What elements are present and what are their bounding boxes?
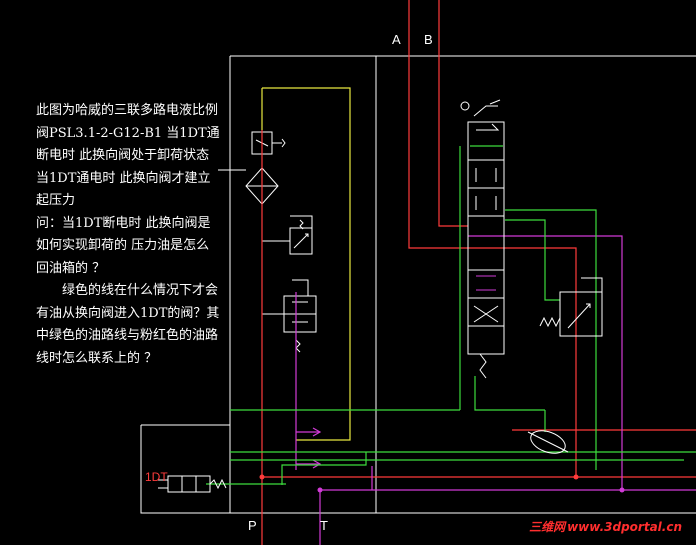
pilot-valve-symbol: [262, 279, 317, 353]
relief-valve-symbol: [262, 215, 313, 255]
filter-symbol: [218, 167, 279, 205]
annotation-text-block: 此图为哈威的三联多路电液比例阀PSL3.1-2-G12-B1 当1DT通断电时 …: [36, 100, 221, 370]
green-pilot-lines: [206, 145, 696, 485]
port-label-a: A: [392, 32, 401, 47]
annotation-para-1: 此图为哈威的三联多路电液比例阀PSL3.1-2-G12-B1 当1DT通断电时 …: [36, 103, 220, 208]
red-pressure-lines: [261, 0, 696, 545]
solenoid-label-1dt: 1DT: [145, 470, 168, 484]
check-valve-top-symbol: [251, 131, 286, 155]
accumulator-symbol: [527, 430, 569, 454]
yellow-pilot-line: [261, 87, 351, 441]
port-label-p: P: [248, 518, 257, 533]
pink-right-lines: [319, 235, 696, 545]
annotation-para-3: 绿色的线在什么情况下才会有油从换向阀进入1DT的阀？其中绿色的油路线与粉红色的油…: [36, 283, 220, 366]
pink-left-lines: [295, 292, 322, 470]
watermark-url: www.3dportal.cn: [567, 520, 682, 534]
valve-pink-ports: [476, 275, 496, 291]
right-relief-valve-symbol: [539, 277, 603, 337]
valve-block-outline: [140, 55, 696, 514]
port-label-b: B: [424, 32, 433, 47]
junction-dots: [259, 474, 625, 493]
solenoid-valve-1dt: [158, 475, 227, 493]
directional-valve-stack: [460, 99, 505, 379]
annotation-para-2: 问：当1DT断电时 此换向阀是如何实现卸荷的 压力油是怎么回油箱的 ？: [36, 215, 211, 276]
port-label-t: T: [320, 518, 328, 533]
watermark-name: 三维网: [529, 520, 566, 534]
